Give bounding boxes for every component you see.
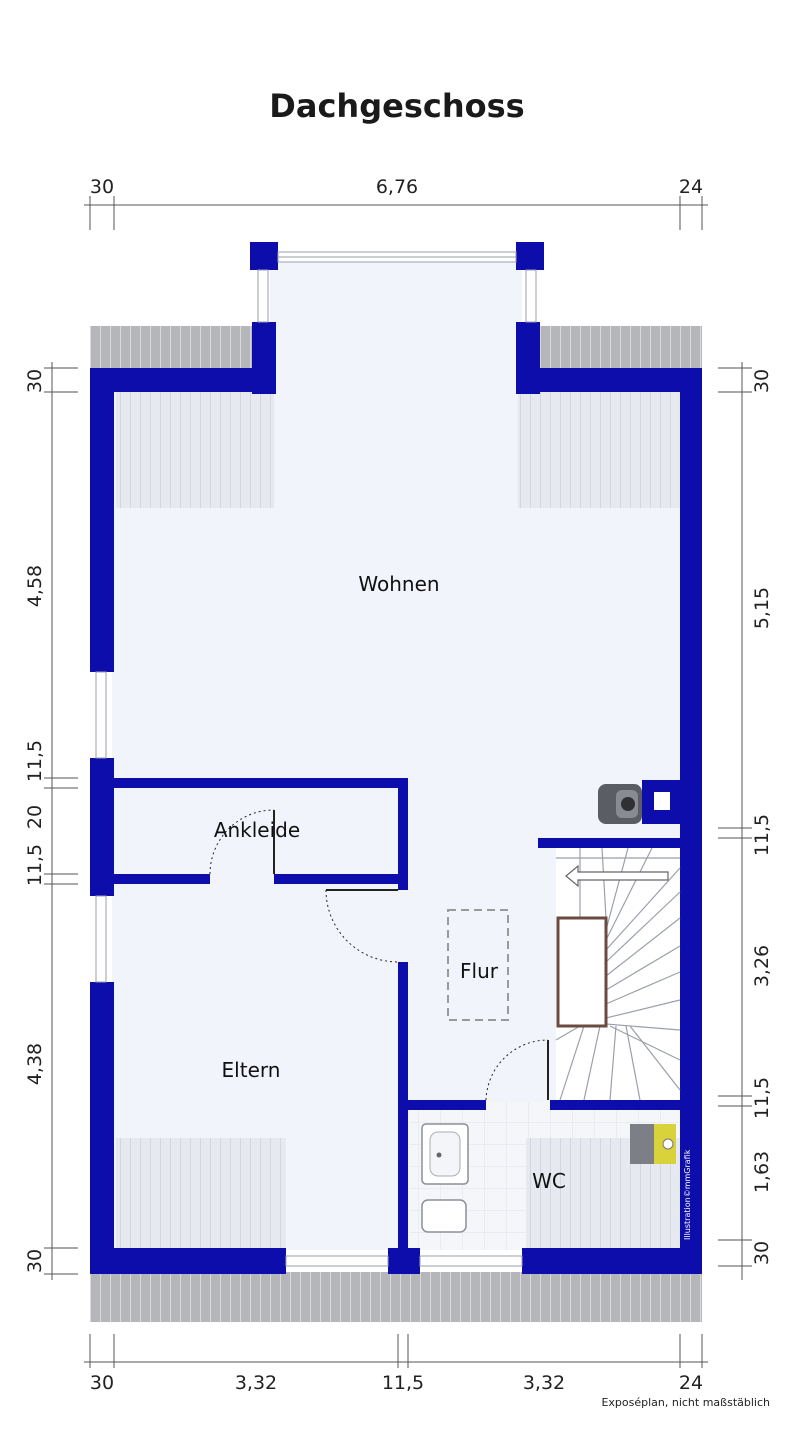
- stove-icon: [598, 784, 642, 824]
- room-label-ankleide: Ankleide: [214, 818, 300, 842]
- dimension-top: 30 6,76 24: [84, 176, 708, 230]
- room-label-wohnen: Wohnen: [358, 572, 439, 596]
- dim-right-4: 3,26: [751, 945, 773, 987]
- dim-top-3: 24: [679, 176, 703, 198]
- dim-bottom-3: 11,5: [382, 1372, 424, 1394]
- dim-right-1: 30: [751, 369, 773, 393]
- room-label-eltern: Eltern: [222, 1058, 281, 1082]
- dim-left-3: 11,5: [24, 740, 46, 782]
- dimension-bottom: 30 3,32 11,5 3,32 24: [84, 1334, 708, 1394]
- dim-bottom-5: 24: [679, 1372, 703, 1394]
- dim-right-6: 1,63: [751, 1151, 773, 1193]
- walls: [90, 242, 702, 1274]
- dim-bottom-2: 3,32: [235, 1372, 277, 1394]
- room-label-wc: WC: [532, 1169, 566, 1193]
- dim-right-3: 11,5: [751, 814, 773, 856]
- sink-icon: [421, 1123, 469, 1185]
- roof-eave: [90, 326, 702, 1322]
- dim-left-4: 20: [24, 805, 46, 829]
- skylight-outline: [447, 909, 509, 1021]
- dim-right-2: 5,15: [751, 587, 773, 629]
- dimension-left: 30 4,58 11,5 20 11,5 4,38 30: [24, 362, 78, 1280]
- dim-right-7: 30: [751, 1241, 773, 1265]
- dim-left-1: 30: [24, 369, 46, 393]
- dim-left-5: 11,5: [24, 844, 46, 886]
- roof-slope: [116, 392, 684, 1248]
- dim-bottom-1: 30: [90, 1372, 114, 1394]
- scale-note: Exposéplan, nicht maßstäblich: [601, 1396, 770, 1409]
- toilet-icon: [421, 1199, 467, 1233]
- illustration-credit: Illustration©mmGrafik: [683, 1149, 692, 1240]
- room-label-flur: Flur: [460, 959, 499, 983]
- page-title: Dachgeschoss: [269, 87, 524, 125]
- dimension-right: 30 5,15 11,5 3,26 11,5 1,63 30: [718, 362, 773, 1280]
- dim-right-5: 11,5: [751, 1077, 773, 1119]
- dim-bottom-4: 3,32: [523, 1372, 565, 1394]
- windows: [95, 251, 537, 1267]
- staircase: [555, 847, 681, 1101]
- dim-top-1: 30: [90, 176, 114, 198]
- dim-left-2: 4,58: [24, 565, 46, 607]
- dim-left-7: 30: [24, 1249, 46, 1273]
- waste-bin-icon: [630, 1124, 676, 1164]
- dim-left-6: 4,38: [24, 1043, 46, 1085]
- dim-top-2: 6,76: [376, 176, 418, 198]
- doors: [209, 809, 549, 1101]
